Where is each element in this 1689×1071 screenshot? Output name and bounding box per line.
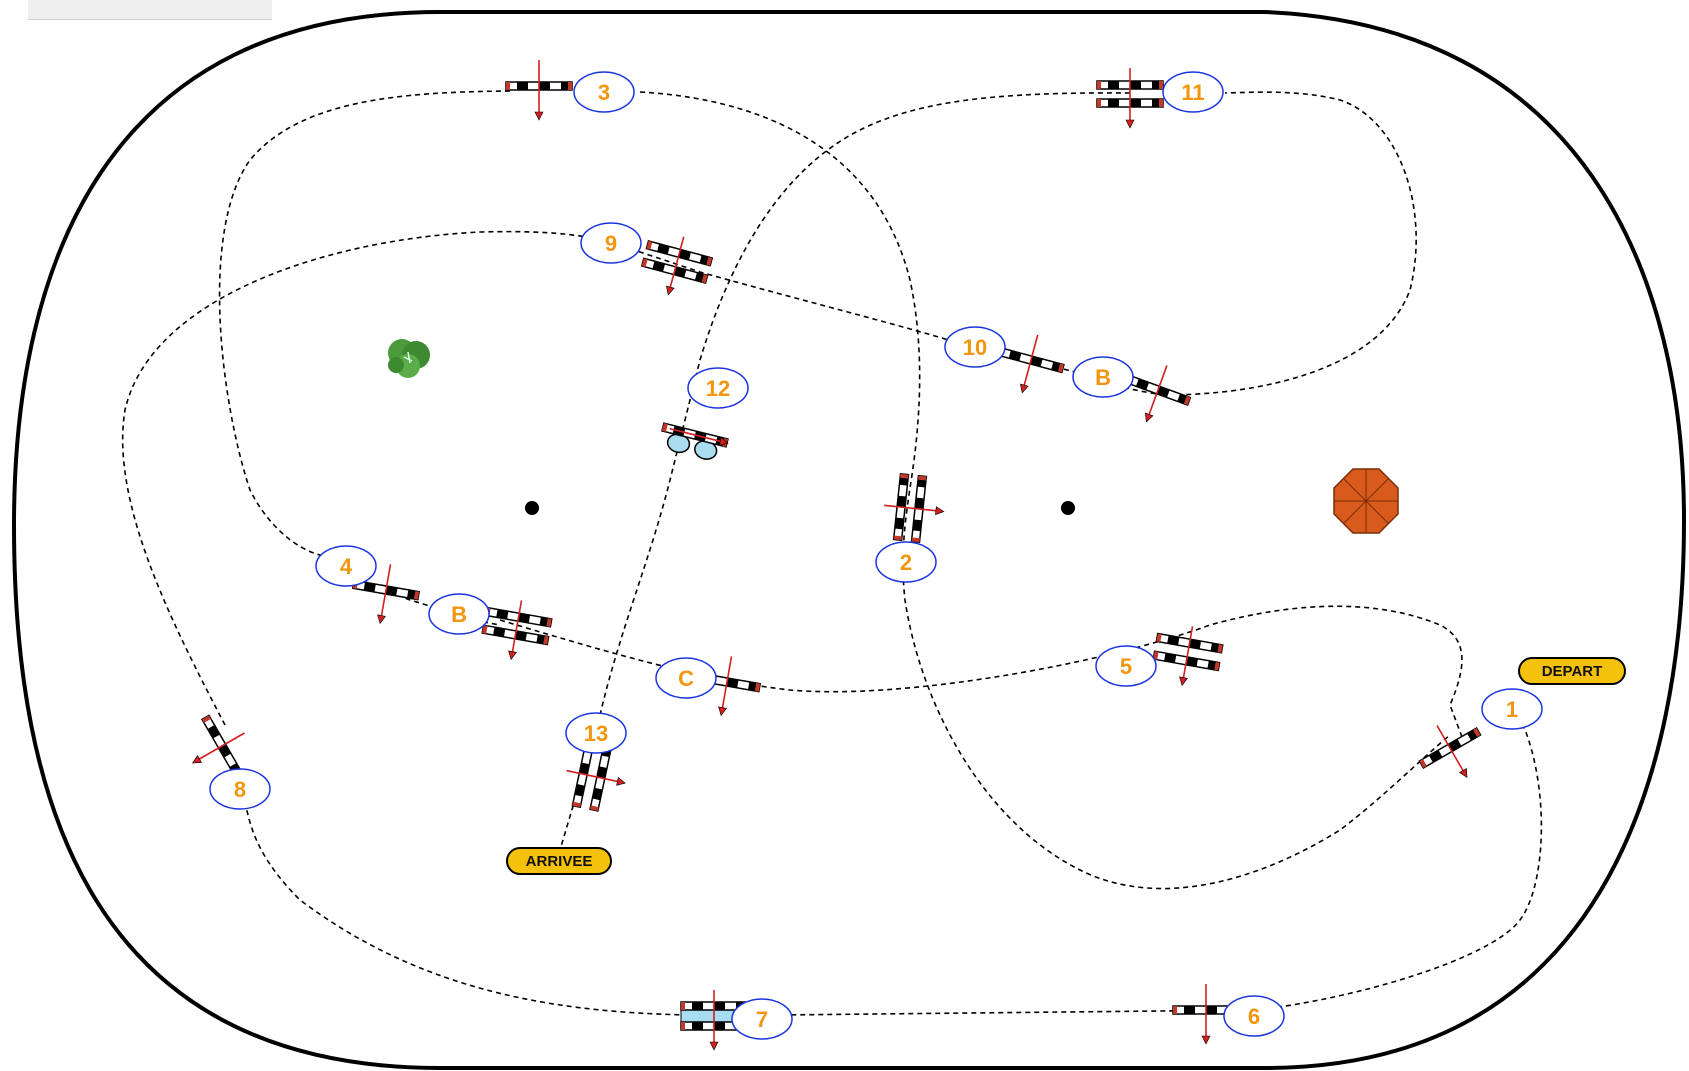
obstacle-bubble: 9: [580, 222, 642, 264]
obstacle-bubble: 2: [875, 541, 937, 583]
fence-oxer: [1096, 68, 1164, 129]
obstacle-number: B: [451, 602, 467, 627]
obstacle-number: 2: [900, 550, 912, 575]
fence-oxer: [640, 236, 714, 296]
obstacle-bubble: B: [1072, 356, 1134, 398]
obstacle-number: 11: [1181, 80, 1204, 105]
fence-vertical: [1418, 725, 1482, 779]
obstacle-bubble: 1: [1481, 688, 1543, 730]
obstacle-number: B: [1095, 365, 1111, 390]
obstacle-bubble: 3: [573, 71, 635, 113]
obstacle-number: 10: [963, 335, 987, 360]
start-badge: DEPART: [1518, 657, 1626, 685]
obstacle-bubble: B: [428, 593, 490, 635]
center-marker-right: [1061, 501, 1075, 515]
fence-oxer: [884, 472, 945, 544]
obstacle-number: 1: [1506, 697, 1518, 722]
obstacle-number: 5: [1120, 654, 1132, 679]
obstacle-bubble: 12: [687, 367, 749, 409]
umbrella-decoration: [1333, 468, 1399, 534]
fence-liverpool: [661, 422, 729, 460]
obstacle-number: 8: [234, 777, 246, 802]
obstacle-bubble: 11: [1162, 71, 1224, 113]
obstacle-bubble: 10: [944, 326, 1006, 368]
obstacle-bubble: 7: [731, 998, 793, 1040]
obstacle-number: C: [678, 666, 694, 691]
fence-oxer: [1152, 626, 1224, 687]
obstacle-bubble: 13: [565, 712, 627, 754]
center-marker-left: [525, 501, 539, 515]
obstacle-bubble: C: [655, 657, 717, 699]
obstacle-number: 13: [584, 721, 608, 746]
obstacle-number: 12: [706, 376, 730, 401]
obstacle-bubble: 8: [209, 768, 271, 810]
obstacle-number: 7: [756, 1007, 768, 1032]
obstacle-number: 3: [598, 80, 610, 105]
tree-decoration: [388, 339, 430, 378]
fences-layer: [191, 60, 1482, 1051]
obstacle-bubble: 6: [1223, 995, 1285, 1037]
fence-vertical: [351, 564, 421, 625]
sponsor-logos-banner: [28, 0, 272, 20]
finish-badge: ARRIVEE: [506, 847, 612, 875]
start-label: DEPART: [1542, 663, 1603, 680]
fence-oxer: [481, 600, 553, 661]
obstacle-number: 6: [1248, 1004, 1260, 1029]
arena-boundary: [11, 10, 1687, 1070]
obstacle-number: 9: [605, 231, 617, 256]
obstacle-number: 4: [340, 554, 353, 579]
obstacle-bubble: 4: [315, 545, 377, 587]
finish-label: ARRIVEE: [526, 853, 593, 870]
obstacle-bubble: 5: [1095, 645, 1157, 687]
fence-vertical: [505, 60, 573, 121]
fence-vertical: [191, 714, 245, 778]
